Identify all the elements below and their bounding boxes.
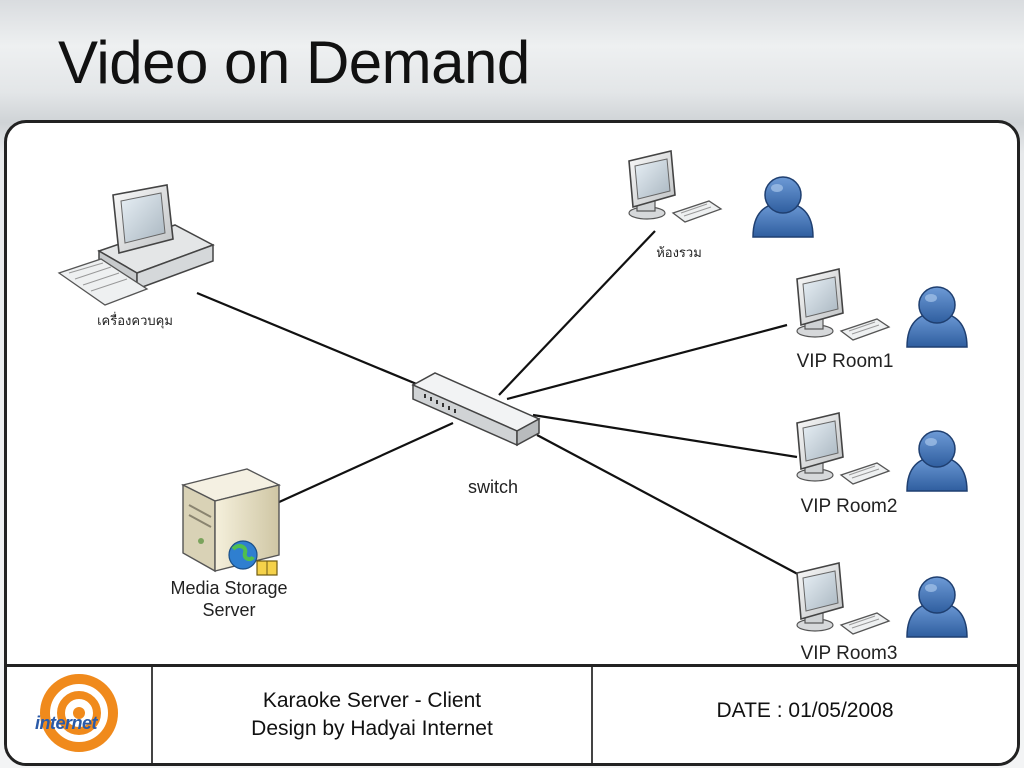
company-logo: internet	[7, 667, 153, 763]
project-description: Karaoke Server - Client Design by Hadyai…	[153, 667, 593, 763]
shared-room-computer-icon	[628, 150, 722, 223]
vip1-user-icon	[906, 286, 968, 348]
slide-title: Video on Demand	[58, 29, 530, 96]
vip2-user-icon	[906, 430, 968, 492]
link-vip2	[532, 413, 798, 459]
shared-room-label: ห้องรวม	[656, 245, 702, 260]
switch-icon	[411, 372, 541, 447]
logo-rings-icon	[40, 674, 118, 752]
date-cell: DATE : 01/05/2008	[593, 667, 1017, 763]
control-pc-label: เครื่องควบคุม	[97, 312, 173, 329]
link-server	[276, 421, 454, 505]
project-date: DATE : 01/05/2008	[716, 699, 894, 722]
link-control-pc	[196, 291, 420, 387]
network-diagram: เครื่องควบคุม ห้องรวม VIP Room1 VIP Room…	[57, 150, 968, 664]
diagram-frame: เครื่องควบคุม ห้องรวม VIP Room1 VIP Room…	[4, 120, 1020, 766]
switch-label: switch	[468, 477, 518, 497]
logo-text: internet	[35, 713, 98, 733]
vip1-label: VIP Room1	[797, 351, 894, 372]
connection-lines	[196, 230, 808, 580]
vip3-user-icon	[906, 576, 968, 638]
server-label-line2: Server	[202, 600, 255, 620]
shared-room-user-icon	[752, 176, 814, 238]
project-designer: Design by Hadyai Internet	[251, 717, 493, 740]
media-server-icon	[180, 468, 282, 576]
vip3-computer-icon	[796, 562, 890, 635]
link-vip1	[506, 323, 788, 401]
vip2-label: VIP Room2	[801, 496, 898, 517]
project-title: Karaoke Server - Client	[262, 689, 482, 712]
link-vip3	[536, 434, 808, 580]
link-shared-room	[498, 230, 656, 396]
vip3-label: VIP Room3	[801, 643, 898, 664]
control-pc-icon	[57, 184, 215, 306]
vip1-computer-icon	[796, 268, 890, 341]
title-block: internet Karaoke Server - Client Design …	[7, 664, 1017, 763]
vip2-computer-icon	[796, 412, 890, 485]
server-label-line1: Media Storage	[170, 578, 287, 598]
